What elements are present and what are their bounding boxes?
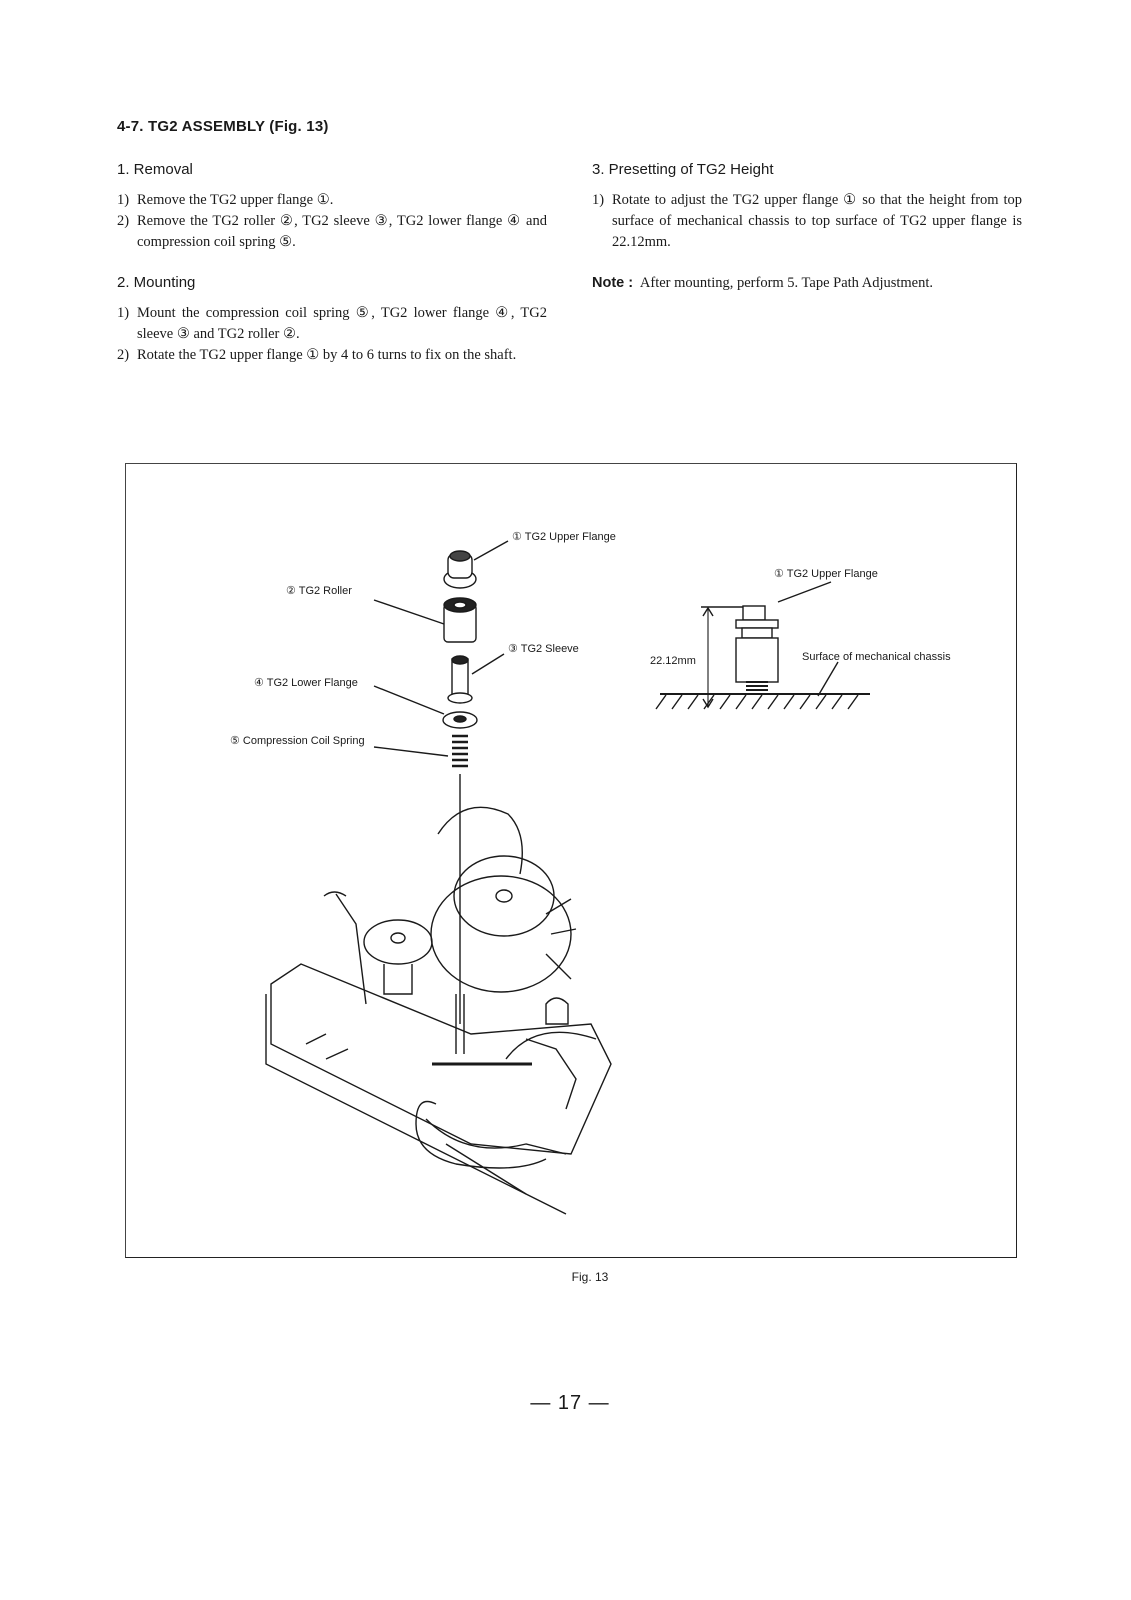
tg2-assembly-drawing: ① TG2 Upper Flange ② TG2 Roller ③ TG2 Sl…	[230, 531, 951, 1215]
removal-section: 1. Removal 1) Remove the TG2 upper flang…	[117, 160, 547, 253]
figure-caption: Fig. 13	[571, 1270, 609, 1284]
label-roller: ② TG2 Roller	[286, 585, 352, 597]
mounting-section: 2. Mounting 1) Mount the compression coi…	[117, 273, 547, 366]
left-column: 1. Removal 1) Remove the TG2 upper flang…	[117, 160, 547, 380]
note: Note : After mounting, perform 5. Tape P…	[592, 273, 1022, 294]
label-spring: ⑤ Compression Coil Spring	[230, 735, 365, 747]
label-lower-flange: ④ TG2 Lower Flange	[254, 677, 358, 689]
presetting-heading: 3. Presetting of TG2 Height	[592, 161, 774, 178]
figure-13: ① TG2 Upper Flange ② TG2 Roller ③ TG2 Sl…	[125, 463, 1017, 1258]
section-title: 4-7. TG2 ASSEMBLY (Fig. 13)	[117, 118, 329, 135]
label-side-upper-flange: ① TG2 Upper Flange	[774, 568, 878, 580]
note-label: Note :	[592, 275, 634, 291]
label-upper-flange: ① TG2 Upper Flange	[512, 531, 616, 543]
label-height: 22.12mm	[650, 655, 696, 667]
right-column: 3. Presetting of TG2 Height 1) Rotate to…	[592, 160, 1022, 294]
presetting-step: 1) Rotate to adjust the TG2 upper flange…	[592, 192, 1022, 250]
removal-step: 1) Remove the TG2 upper flange ①.	[117, 192, 334, 208]
page-number: — 17 —	[530, 1392, 610, 1414]
label-surface: Surface of mechanical chassis	[802, 651, 951, 663]
mounting-step: 2) Rotate the TG2 upper flange ① by 4 to…	[117, 347, 517, 363]
label-sleeve: ③ TG2 Sleeve	[508, 643, 579, 655]
removal-step: 2) Remove the TG2 roller ②, TG2 sleeve ③…	[117, 213, 547, 250]
mounting-step: 1) Mount the compression coil spring ⑤, …	[117, 305, 547, 342]
mounting-heading: 2. Mounting	[117, 274, 196, 291]
note-text: After mounting, perform 5. Tape Path Adj…	[639, 275, 934, 291]
presetting-section: 3. Presetting of TG2 Height 1) Rotate to…	[592, 160, 1022, 253]
removal-heading: 1. Removal	[117, 161, 193, 178]
